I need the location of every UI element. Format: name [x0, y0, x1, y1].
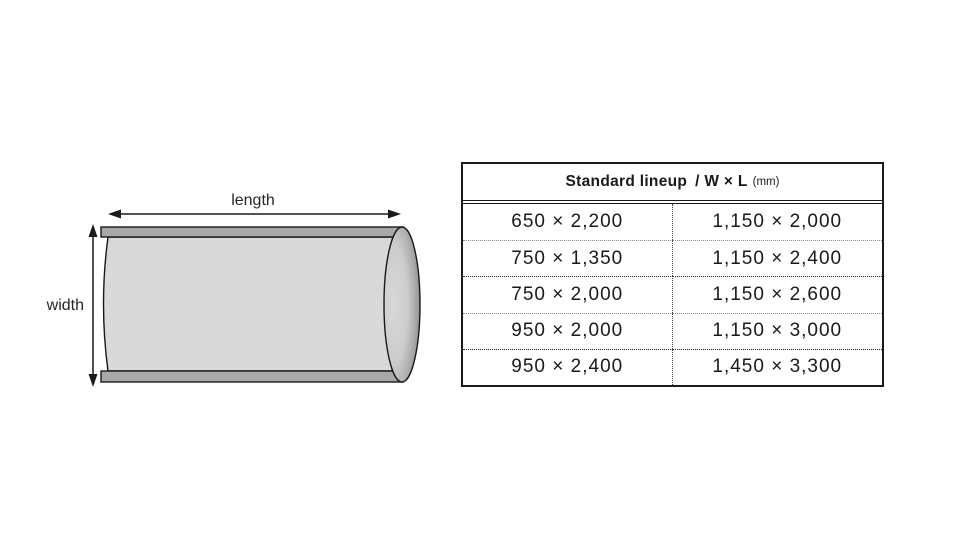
table-cell: 650 × 2,200 [463, 204, 673, 241]
width-arrow-icon [88, 224, 98, 387]
table-cell: 1,150 × 2,400 [672, 240, 882, 276]
mat-roll-diagram: length width [46, 192, 421, 387]
width-label: width [46, 297, 84, 314]
table-cell: 1,450 × 3,300 [672, 348, 882, 385]
table-cell: 750 × 2,000 [463, 276, 673, 313]
table-cell: 950 × 2,000 [463, 312, 673, 349]
table-header: Standard lineup / W × L (mm) [463, 164, 882, 204]
length-label: length [231, 192, 275, 209]
table-title: Standard lineup [565, 173, 688, 190]
table-cell: 750 × 1,350 [463, 240, 673, 277]
length-arrow-icon [108, 209, 401, 219]
table-cell: 950 × 2,400 [463, 348, 673, 385]
mat-end-cap [383, 226, 421, 383]
table-body: 650 × 2,200 1,150 × 2,000 750 × 1,350 1,… [463, 204, 882, 385]
standard-lineup-table: Standard lineup / W × L (mm) 650 × 2,200… [461, 162, 884, 387]
table-cell: 1,150 × 2,000 [712, 211, 843, 233]
mat-top-strip [100, 226, 404, 238]
mat-bottom-strip [100, 370, 404, 383]
table-title-formula: / W × L [695, 173, 748, 190]
table-title-unit: (mm) [752, 176, 780, 188]
table-cell: 1,150 × 3,000 [672, 312, 882, 349]
mat-body [102, 236, 404, 372]
table-cell: 1,150 × 2,600 [672, 276, 882, 312]
